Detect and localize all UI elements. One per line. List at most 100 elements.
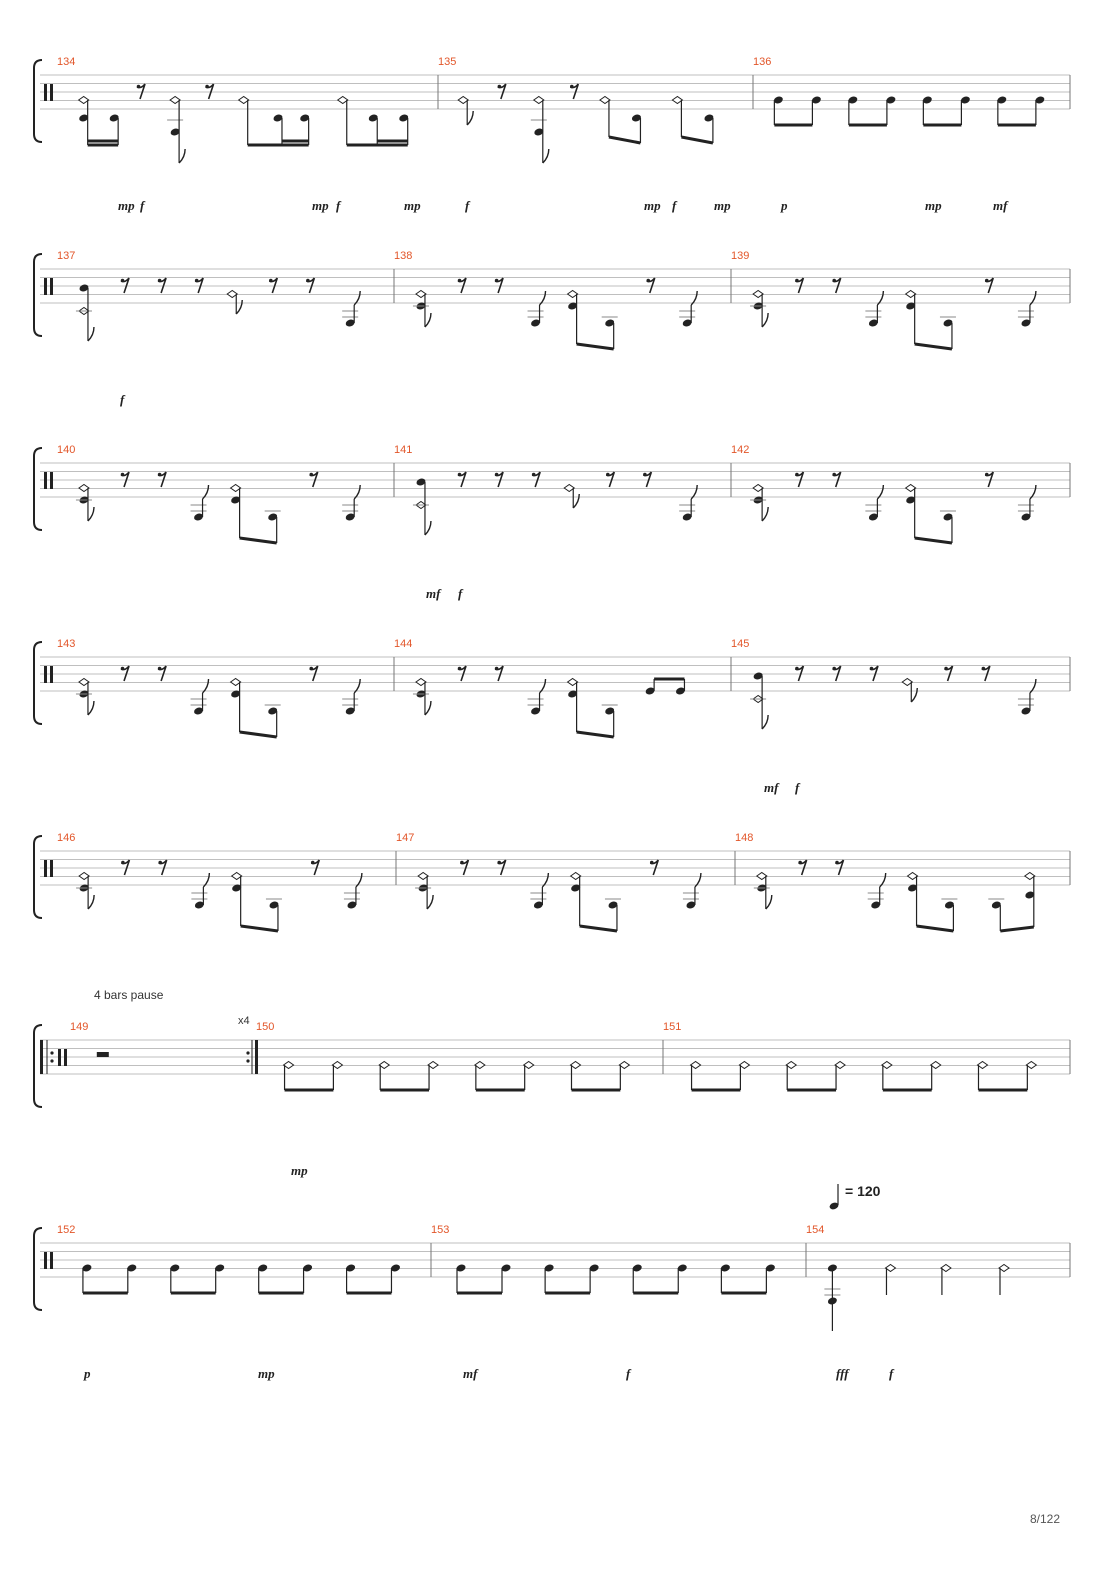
snare-note [568,302,578,310]
measure-number: 144 [394,638,412,650]
cymbal-note [904,289,917,299]
bass-note [868,319,878,327]
hihat-note [127,1264,137,1272]
tom-note [645,687,655,695]
bass-note [533,901,543,909]
cymbal-note [229,483,242,493]
cymbal-note [78,871,90,881]
system-bracket [33,59,43,143]
bass-note [347,901,357,909]
dynamic-marking: f [626,1366,632,1381]
hihat-note [880,1060,893,1070]
measure-number: 142 [731,444,749,456]
dynamic-marking: p [83,1366,91,1381]
hihat-note [738,1060,751,1070]
cymbal-note [415,677,427,687]
system-bracket [33,1227,43,1311]
hihat-note [929,1060,942,1070]
hihat-note [677,1264,687,1272]
hihat-note [940,1263,952,1273]
dynamic-marking: f [672,198,678,213]
percussion-clef-icon [44,472,47,489]
pause-annotation: 4 bars pause [94,988,164,1002]
hihat-note [848,96,858,104]
bass-note [194,901,204,909]
hihat-note [765,1264,775,1272]
measure-number: 143 [57,638,75,650]
hihat-note [427,1060,439,1070]
multi-rest-icon [96,1052,109,1057]
accent-note [79,284,89,292]
bass-note [534,128,544,136]
snare-note [908,884,918,892]
crash-note [1023,871,1036,881]
hihat-note [720,1264,730,1272]
cymbal-note [77,95,90,105]
hihat-note [960,96,970,104]
bass-note [268,707,278,715]
cymbal-note [226,289,239,299]
hihat-note [811,96,821,104]
dynamic-marking: mp [644,198,661,213]
quarter-note-icon [829,1202,839,1210]
measure-number: 134 [57,56,75,68]
dynamic-marking: f [458,586,464,601]
bass-note [682,513,692,521]
system-bracket [33,1024,43,1108]
measure-number: 148 [735,832,753,844]
system-bracket [33,835,43,919]
cymbal-note [906,871,919,881]
hihat-note [689,1060,702,1070]
dynamic-marking: mp [714,198,731,213]
dynamic-marking: mp [404,198,421,213]
hihat-note [346,1264,356,1272]
snare-note [232,884,242,892]
hihat-note [331,1060,344,1070]
measure-number: 140 [57,444,75,456]
snare-note [1025,891,1035,899]
tempo-marking: = 120 [829,1183,881,1210]
hihat-note [632,1264,642,1272]
bass-note [170,128,180,136]
measure-number: 137 [57,250,75,262]
cymbal-note [415,289,427,299]
hihat-note [282,1060,295,1070]
hihat-note [976,1060,989,1070]
cymbal-note [78,483,90,493]
bass-note [686,901,696,909]
dynamic-marking: mp [118,198,135,213]
bass-note [608,901,618,909]
cymbal-note [752,289,764,299]
measure-number: 138 [394,250,412,262]
cymbal-note [563,483,576,493]
measure-number: 151 [663,1021,681,1033]
hihat-note [258,1264,268,1272]
bass-note [944,901,954,909]
bass-note [605,707,615,715]
percussion-clef-icon [44,278,47,295]
measure-number: 149 [70,1021,88,1033]
measure-number: 139 [731,250,749,262]
bass-note [943,513,953,521]
bass-note [943,319,953,327]
bass-note [268,513,278,521]
snare-note [568,690,578,698]
dynamic-marking: mf [764,780,780,795]
cymbal-note [78,677,90,687]
percussion-clef-icon [44,1252,47,1269]
bass-note [531,319,541,327]
measure-number: 145 [731,638,749,650]
cymbal-note [230,871,243,881]
measure-number: 152 [57,1224,75,1236]
hihat-note [82,1264,92,1272]
dynamic-marking: mf [993,198,1009,213]
snare-note [704,114,714,122]
cymbal-note [532,95,545,105]
accent-note [416,478,426,486]
